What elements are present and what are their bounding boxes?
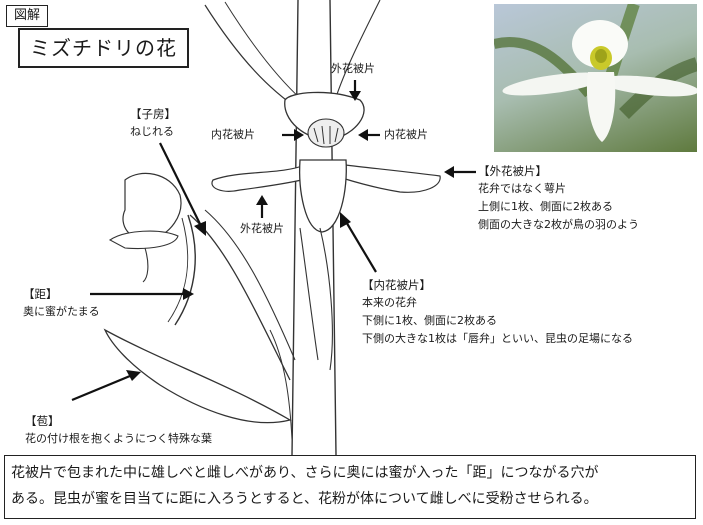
inner-desc-line: 下側に1枚、側面に2枚ある bbox=[362, 314, 497, 327]
label-inner-tepal-left: 内花被片 bbox=[211, 128, 255, 141]
label-ovary: 【子房】 ねじれる bbox=[130, 105, 176, 141]
orchid-illustration bbox=[71, 0, 476, 455]
caption-line: ある。昆虫が蜜を目当てに距に入ろうとすると、花粉が体について雌しべに受粉させられ… bbox=[11, 491, 598, 507]
label-inner-tepal-right: 内花被片 bbox=[384, 128, 428, 141]
orchid-photo bbox=[494, 4, 697, 152]
label-bract: 【苞】 花の付け根を抱くようにつく特殊な葉 bbox=[25, 412, 212, 448]
orchid-photo-drawing bbox=[494, 4, 697, 142]
label-outer-tepal-top: 外花被片 bbox=[331, 62, 375, 75]
outer-desc-line: 上側に1枚、側面に2枚ある bbox=[478, 200, 613, 213]
outer-desc-line: 花弁ではなく萼片 bbox=[478, 182, 566, 195]
ovary-text: ねじれる bbox=[130, 125, 174, 138]
bract-text: 花の付け根を抱くようにつく特殊な葉 bbox=[25, 432, 212, 445]
caption-box: 花被片で包まれた中に雄しべと雌しべがあり、さらに奥には蜜が入った「距」につながる… bbox=[4, 455, 696, 519]
inner-desc-heading: 【内花被片】 bbox=[362, 278, 431, 292]
figure-tag: 図解 bbox=[6, 5, 48, 27]
ovary-heading: 【子房】 bbox=[130, 107, 176, 121]
label-outer-tepal-desc: 【外花被片】 花弁ではなく萼片 上側に1枚、側面に2枚ある 側面の大きな2枚が鳥… bbox=[478, 162, 639, 234]
spur-heading: 【距】 bbox=[23, 287, 58, 301]
bract-heading: 【苞】 bbox=[25, 414, 60, 428]
spur-text: 奥に蜜がたまる bbox=[23, 305, 100, 318]
inner-desc-line: 下側の大きな1枚は「唇弁」といい、昆虫の足場になる bbox=[362, 332, 633, 345]
outer-desc-line: 側面の大きな2枚が鳥の羽のよう bbox=[478, 218, 639, 231]
label-inner-tepal-desc: 【内花被片】 本来の花弁 下側に1枚、側面に2枚ある 下側の大きな1枚は「唇弁」… bbox=[362, 276, 633, 348]
label-spur: 【距】 奥に蜜がたまる bbox=[23, 285, 100, 321]
caption-line: 花被片で包まれた中に雄しべと雌しべがあり、さらに奥には蜜が入った「距」につながる… bbox=[11, 465, 599, 481]
outer-desc-heading: 【外花被片】 bbox=[478, 164, 547, 178]
label-outer-tepal-bottom: 外花被片 bbox=[240, 222, 284, 235]
inner-desc-line: 本来の花弁 bbox=[362, 296, 417, 309]
diagram-title: ミズチドリの花 bbox=[18, 28, 189, 68]
